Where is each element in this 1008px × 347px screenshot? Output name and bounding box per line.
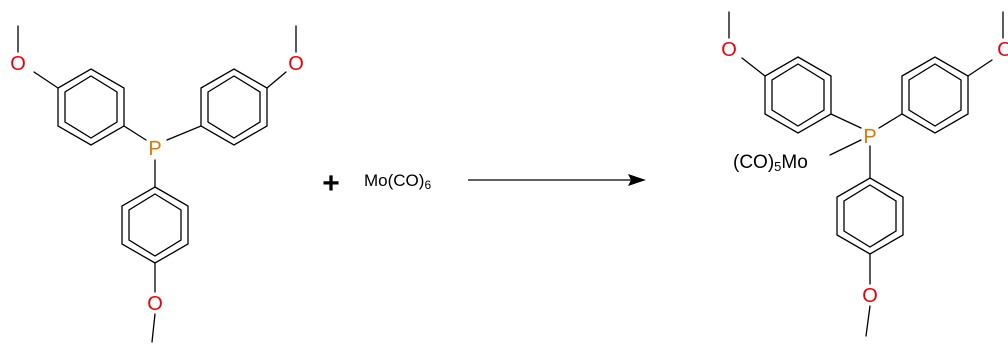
reactant-p-c-bond-left bbox=[123, 125, 147, 141]
reactant-p-c-bond-right bbox=[166, 125, 202, 141]
product-p-c-bond-right bbox=[878, 113, 903, 129]
reactant-c-o-bond-left bbox=[33, 71, 59, 89]
product-phosphorus-atom: P bbox=[863, 126, 876, 148]
reactant-o-ch3-bond-bottom bbox=[151, 313, 156, 343]
reactant-molecule: P O O O bbox=[10, 25, 304, 343]
product-molecule: P O O O (CO)5Mo bbox=[721, 11, 1008, 337]
product-oxygen-atom-right: O bbox=[997, 39, 1008, 61]
reagent-formula-main: Mo(CO) bbox=[364, 171, 424, 190]
product-aryl-ring-left bbox=[764, 56, 832, 134]
product-o-ch3-bond-bottom bbox=[865, 305, 871, 337]
product-metal-fragment-subscript: 5 bbox=[774, 159, 781, 174]
product-metal-fragment-suffix: Mo bbox=[781, 152, 807, 173]
product-c-o-bond-right bbox=[967, 59, 993, 77]
product-oxygen-atom-bottom: O bbox=[862, 285, 878, 307]
reactant-phosphorus-atom: P bbox=[148, 138, 161, 160]
product-metal-fragment-prefix: (CO) bbox=[733, 152, 774, 173]
product-c-o-bond-left bbox=[741, 57, 766, 77]
reactant-oxygen-atom-left: O bbox=[10, 53, 26, 75]
product-p-mo-bond bbox=[829, 139, 862, 156]
reactant-c-o-bond-right bbox=[266, 71, 287, 89]
reactant-aryl-ring-bottom bbox=[121, 186, 189, 264]
product-aryl-ring-right bbox=[901, 56, 969, 134]
plus-sign: + bbox=[322, 167, 340, 200]
reaction-arrow bbox=[468, 174, 646, 186]
product-metal-fragment: (CO)5Mo bbox=[733, 152, 808, 174]
product-aryl-ring-bottom bbox=[836, 177, 904, 255]
reagent-formula: Mo(CO)6 bbox=[364, 171, 431, 192]
reactant-aryl-ring-right bbox=[200, 68, 268, 146]
reactant-aryl-ring-left bbox=[57, 68, 125, 146]
reactant-oxygen-atom-bottom: O bbox=[147, 293, 163, 315]
product-oxygen-atom-left: O bbox=[721, 39, 737, 61]
reagent-formula-subscript: 6 bbox=[424, 178, 431, 192]
product-p-c-bond-left bbox=[830, 113, 862, 129]
reactant-oxygen-atom-right: O bbox=[288, 53, 304, 75]
